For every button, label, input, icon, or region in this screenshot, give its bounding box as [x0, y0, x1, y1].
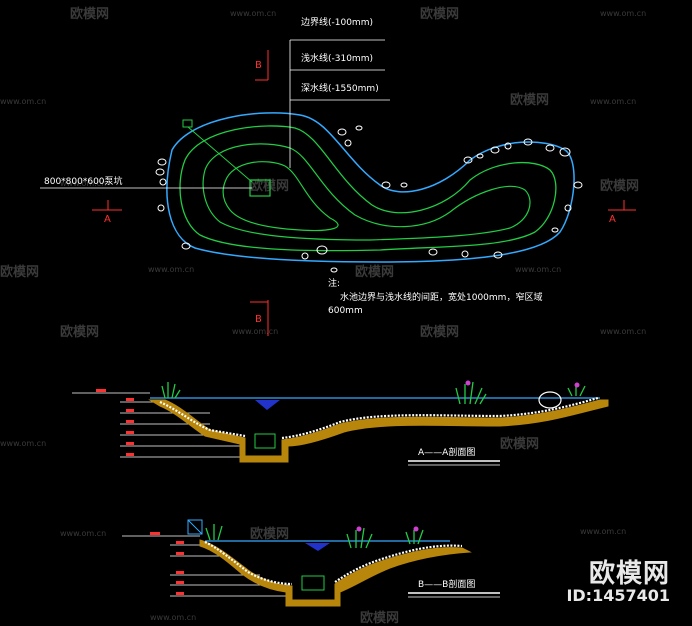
- section-label-a-left: A: [104, 214, 111, 225]
- watermark-brand: 欧模网: [0, 264, 39, 280]
- watermark-url: www.om.cn: [150, 613, 196, 622]
- section-a-title: A——A剖面图: [418, 446, 475, 458]
- plant-flowers-a: [465, 380, 580, 388]
- watermark-layer: 欧模网 www.om.cn 欧模网 www.om.cn www.om.cn 欧模…: [0, 6, 646, 626]
- note-body-line-2: 600mm: [328, 306, 363, 316]
- legend-shallow-label: 浅水线(-310mm): [301, 52, 373, 64]
- pump-marker: [182, 119, 193, 128]
- plant-flowers-b: [356, 526, 419, 532]
- section-label-b-bottom: B: [255, 314, 262, 325]
- watermark-brand: 欧模网: [250, 526, 289, 542]
- elevation-markers-b: [150, 532, 184, 595]
- watermark-url: www.om.cn: [230, 9, 276, 18]
- section-mark-b-bottom: B: [250, 300, 269, 336]
- section-a-a: A——A剖面图: [72, 380, 609, 466]
- pond-plan: 800*800*600泵坑 边界线(-100mm) 浅水线(-310mm) 深水…: [40, 16, 636, 336]
- watermark-url: www.om.cn: [60, 529, 106, 538]
- watermark-url: www.om.cn: [0, 439, 46, 448]
- brand-name: 欧模网: [588, 559, 670, 589]
- watermark-url: www.om.cn: [580, 527, 626, 536]
- note-title: 注:: [328, 277, 340, 289]
- boulder-a: [538, 391, 562, 409]
- note-body-line-1: 水池边界与浅水线的间距，宽处1000mm，窄区域: [340, 291, 542, 303]
- pump-pit-label: 800*800*600泵坑: [44, 175, 123, 187]
- watermark-brand: 欧模网: [420, 324, 459, 340]
- section-label-a-right: A: [609, 214, 616, 225]
- section-label-b-top: B: [255, 60, 262, 71]
- watermark-brand: 欧模网: [60, 324, 99, 340]
- watermark-url: www.om.cn: [590, 97, 636, 106]
- elevation-markers-a: [96, 389, 134, 456]
- pump-pit-section-b: [301, 575, 325, 591]
- water-level-marker-b: [305, 543, 330, 551]
- watermark-brand: 欧模网: [70, 6, 109, 22]
- shallow-line: [179, 125, 557, 252]
- rocks: [155, 125, 583, 273]
- watermark-brand: 欧模网: [420, 6, 459, 22]
- gravel-layer-a: [159, 396, 599, 440]
- section-mark-a-left: A: [92, 200, 122, 225]
- legend-deep-label: 深水线(-1550mm): [301, 82, 379, 94]
- watermark-url: www.om.cn: [600, 327, 646, 336]
- gravel-layer-b: [204, 541, 463, 586]
- aquatic-plants-b: [205, 524, 424, 549]
- watermark-brand: 欧模网: [510, 92, 549, 108]
- watermark-url: www.om.cn: [515, 265, 561, 274]
- pump-pit-section-a: [254, 433, 276, 449]
- watermark-url: www.om.cn: [232, 327, 278, 336]
- section-b-title: B——B剖面图: [418, 578, 475, 590]
- watermark-url: www.om.cn: [0, 97, 46, 106]
- deep-line: [222, 161, 339, 232]
- watermark-brand: 欧模网: [360, 610, 399, 626]
- legend-boundary-label: 边界线(-100mm): [301, 16, 373, 28]
- watermark-url: www.om.cn: [600, 9, 646, 18]
- edge-structure-b: [187, 519, 203, 535]
- section-mark-b-top: B: [255, 50, 269, 81]
- shallow-line-inner: [202, 143, 531, 241]
- watermark-brand: 欧模网: [355, 264, 394, 280]
- pond-bed-a: [148, 399, 609, 463]
- boundary-line: [166, 112, 575, 263]
- brand-id: ID:1457401: [566, 586, 670, 605]
- watermark-brand: 欧模网: [500, 436, 539, 452]
- section-b-b: B——B剖面图: [122, 519, 500, 607]
- aquatic-plants-a: [161, 381, 586, 405]
- watermark-url: www.om.cn: [148, 265, 194, 274]
- section-mark-a-right: A: [608, 200, 636, 225]
- water-level-marker-a: [255, 400, 280, 410]
- watermark-brand: 欧模网: [600, 178, 639, 194]
- watermark-url: www.om.cn: [60, 179, 106, 188]
